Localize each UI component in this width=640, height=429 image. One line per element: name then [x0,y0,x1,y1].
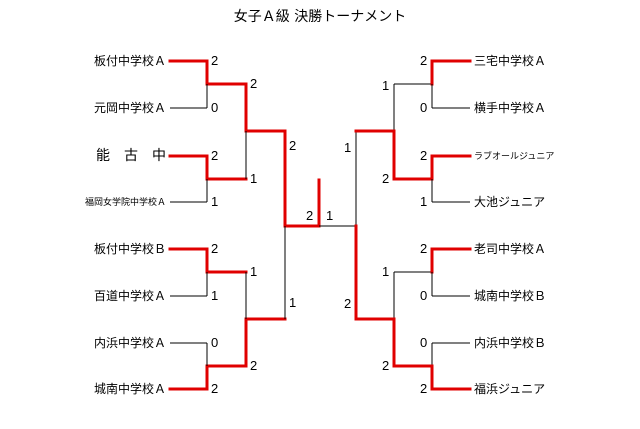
left-r1-score-2: 0 [211,100,219,115]
left-r2-score-1: 2 [250,76,258,91]
right-sf-score-2: 2 [344,296,352,311]
right-team-5: 老司中学校Ａ [474,242,547,256]
left-r1-score-7: 0 [211,335,219,350]
right-r1-score-4: 1 [420,194,428,209]
right-r1-connector-3 [430,247,472,274]
right-team-8: 福浜ジュニア [474,382,546,396]
left-sf-score-1: 2 [289,138,297,153]
right-r2-score-4: 2 [382,358,390,373]
left-r2-connector-1 [244,82,287,133]
left-r1-score-5: 2 [211,241,219,256]
left-r1-score-4: 1 [211,194,219,209]
right-r1-score-6: 0 [420,288,428,303]
right-r1-score-5: 2 [420,241,428,256]
right-r2-score-1: 1 [382,78,390,93]
left-team-7: 内浜中学校Ａ [93,336,166,350]
right-r1-score-8: 2 [420,381,428,396]
left-sf-score-2: 1 [289,295,297,310]
right-r2-connector-2 [392,317,434,368]
right-team-4: 大池ジュニア [474,195,546,209]
right-r1-score-7: 0 [420,335,428,350]
left-r2-score-4: 2 [250,358,258,373]
right-sf-connector [354,224,396,321]
right-r1-connector-2 [430,154,472,181]
right-sf-score-1: 1 [344,140,352,155]
right-r2-score-2: 2 [382,171,390,186]
final-score-left: 2 [306,208,314,223]
right-r1-score-3: 2 [420,148,428,163]
right-r2-connector-1 [392,129,434,181]
left-team-6: 百道中学校Ａ [93,289,166,303]
left-team-4: 福岡女学院中学校Ａ [84,198,166,208]
bracket-title: 女子Ａ級 決勝トーナメント [233,9,407,25]
final-score-right: 1 [326,208,334,223]
left-team-2: 元岡中学校Ａ [93,101,166,115]
right-team-1: 三宅中学校Ａ [474,54,547,68]
left-r1-score-6: 1 [211,288,219,303]
left-r1-score-3: 2 [211,148,219,163]
left-team-8: 城南中学校Ａ [93,382,166,396]
right-r1-connector-4 [430,364,472,391]
right-team-2: 横手中学校Ａ [474,101,547,115]
right-r1-score-2: 0 [420,100,428,115]
left-r1-score-1: 2 [211,53,219,68]
left-r2-score-3: 1 [250,264,258,279]
right-r1-connector-1 [430,59,472,86]
right-r2-score-3: 1 [382,264,390,279]
left-team-5: 板付中学校Ｂ [93,242,166,256]
right-team-6: 城南中学校Ｂ [474,289,547,303]
right-team-3: ラブオールジュニア [474,152,555,162]
right-r1-score-1: 2 [420,53,428,68]
left-r1-score-8: 2 [211,381,219,396]
left-team-1: 板付中学校Ａ [93,54,166,68]
left-team-3: 能 古 中 [96,148,166,164]
right-team-7: 内浜中学校Ｂ [474,336,547,350]
left-r2-score-2: 1 [250,171,258,186]
